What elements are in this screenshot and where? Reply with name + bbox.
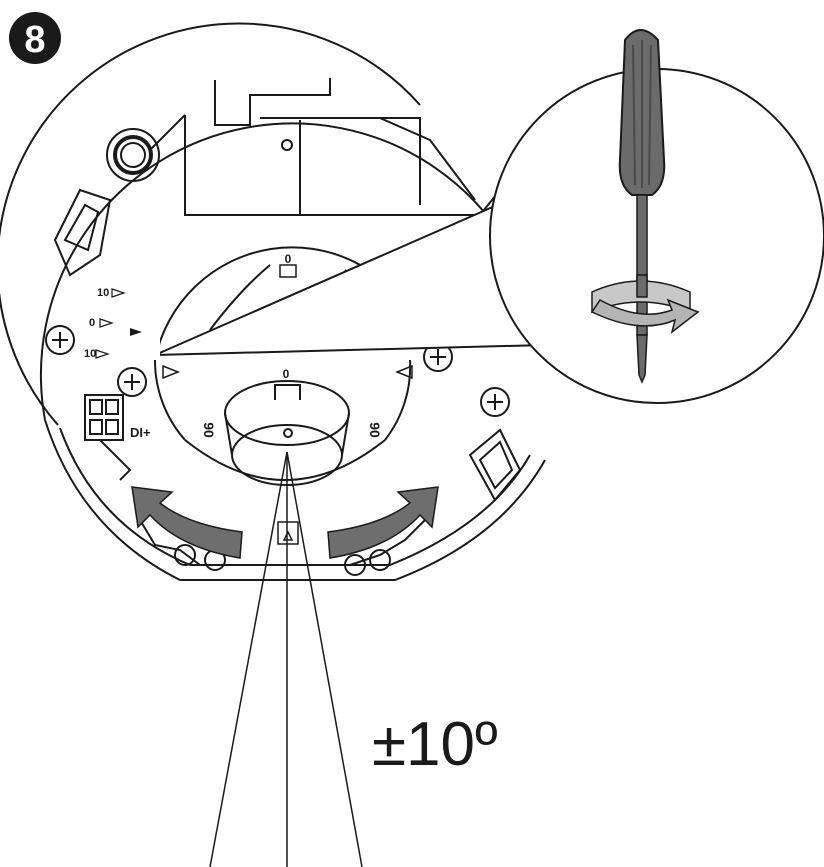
tilt-scale: 10 0 10 (84, 287, 142, 360)
dial-left-mark: 90 (201, 422, 217, 438)
zoom-callout (148, 68, 824, 404)
camera-body (0, 22, 546, 581)
tilt-angle-lines (209, 451, 363, 867)
dial-right-mark: 90 (367, 422, 383, 438)
dial-center-mark: 0 (283, 367, 290, 381)
alignment-marker (277, 521, 299, 545)
connector-label: DI+ (130, 425, 151, 440)
rotate-arrow-icon (590, 274, 700, 334)
tilt-range-label: ±10º (372, 710, 498, 779)
screwdriver-icon (618, 29, 666, 384)
dial-marks: 0 0 90 90 (162, 252, 413, 438)
step-badge: 8 (9, 12, 61, 64)
knob (106, 128, 160, 182)
tilt-scale-lower: 10 (84, 348, 96, 360)
tilt-scale-zero: 0 (89, 317, 95, 329)
dial-top-mark: 0 (285, 252, 292, 266)
rotation-arrow-left-icon (131, 486, 243, 559)
rotation-arrow-right-icon (327, 486, 439, 559)
step-number: 8 (24, 19, 45, 61)
tilt-scale-upper: 10 (97, 287, 109, 299)
